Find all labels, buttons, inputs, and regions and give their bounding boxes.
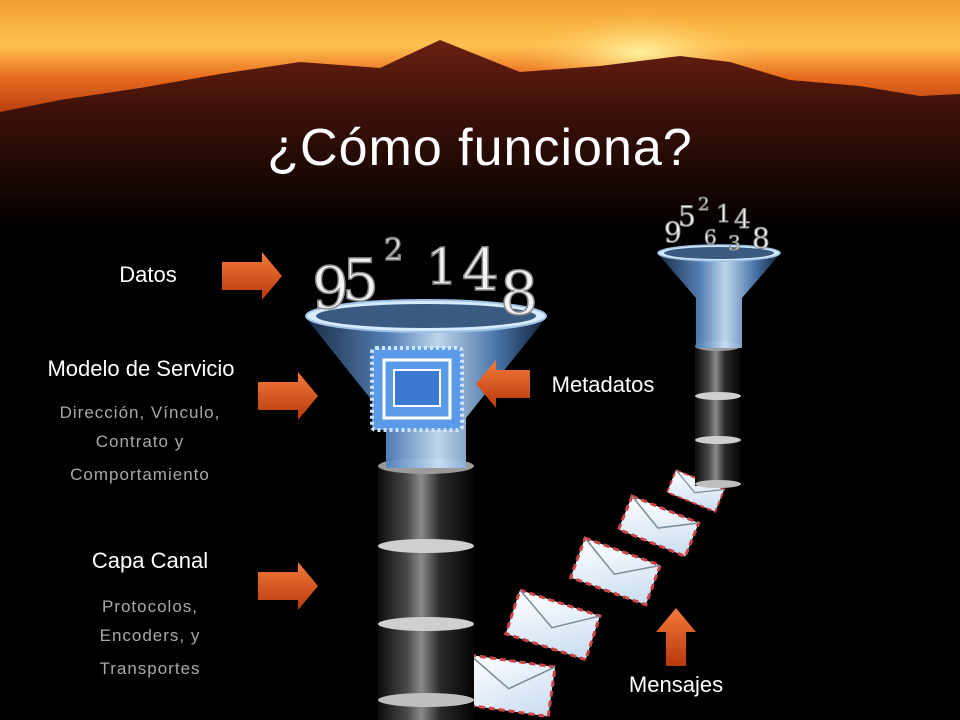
digit: 8 (500, 259, 538, 329)
label-modelo-subtext: Dirección, Vínculo, Contrato y Comportam… (20, 398, 260, 489)
digit: 5 (342, 246, 379, 314)
digit: 2 (384, 233, 403, 268)
datos-arrow-icon (222, 252, 282, 300)
label-datos: Datos (119, 262, 177, 287)
digit: 4 (734, 205, 751, 235)
subtext-line: Encoders, y (99, 626, 201, 645)
label-capa-subtext: Protocolos, Encoders, y Transportes (50, 592, 250, 683)
digit: 8 (752, 222, 770, 255)
metadatos-arrow-icon (476, 360, 530, 408)
small-funnel (657, 244, 781, 348)
digit: 3 (728, 231, 741, 255)
digit: 6 (704, 225, 717, 249)
digit: 1 (716, 200, 731, 228)
digit: 9 (664, 216, 682, 249)
slide-title: ¿Cómo funciona? (267, 119, 693, 177)
subtext-line: Protocolos, (101, 597, 199, 616)
data-digits-small: 9 5 2 1 4 8 6 3 (664, 194, 771, 256)
label-capa-canal: Capa Canal (91, 548, 209, 573)
label-mensajes: Mensajes (628, 672, 724, 697)
mensajes-arrow-icon (656, 608, 696, 666)
digit: 5 (678, 200, 696, 233)
large-cylinder (378, 458, 474, 720)
data-digits-large: 9 5 2 1 4 8 (311, 232, 539, 330)
label-metadatos: Metadatos (551, 372, 655, 397)
metadata-stamp-icon (370, 346, 464, 432)
label-modelo-servicio: Modelo de Servicio (47, 356, 235, 381)
digit: 9 (312, 254, 349, 322)
digit: 4 (462, 236, 499, 304)
digit: 2 (698, 194, 709, 215)
digit: 1 (426, 238, 458, 296)
subtext-line: Transportes (99, 659, 201, 678)
small-cylinder (695, 341, 741, 488)
subtext-line: Dirección, Vínculo, (59, 403, 221, 422)
subtext-line: Contrato y (95, 432, 185, 451)
message-envelopes (461, 468, 726, 719)
capa-arrow-icon (258, 562, 318, 610)
subtext-line: Comportamiento (70, 465, 210, 484)
mountain-silhouette (0, 40, 960, 230)
modelo-arrow-icon (258, 372, 318, 420)
